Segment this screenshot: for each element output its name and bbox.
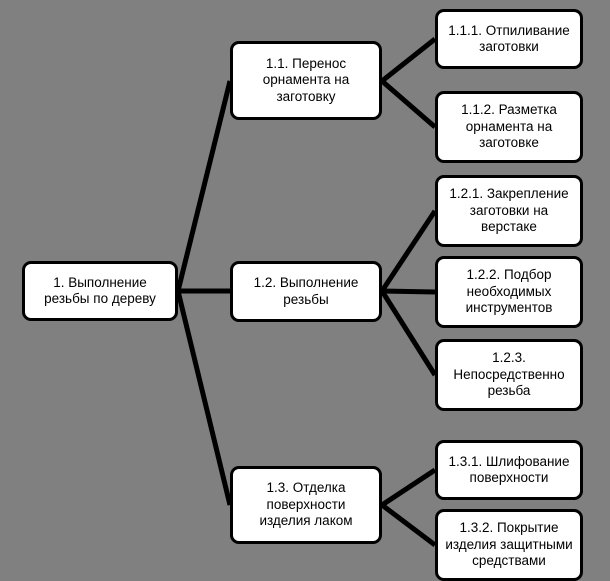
- node-1-3-label: 1.3. Отделка поверхности изделия лаком: [259, 480, 353, 529]
- node-1-2-3-label: 1.2.3. Непосредственно резьба: [453, 350, 565, 399]
- node-1-root-label: 1. Выполнение резьбы по дереву: [44, 274, 156, 306]
- node-1-2-1-label: 1.2.1. Закрепление заготовки на верстаке: [449, 186, 569, 235]
- connector-root-to-1-3: [175, 290, 233, 506]
- node-1-2-3[interactable]: 1.2.3. Непосредственно резьба: [435, 339, 583, 411]
- node-1-2-1[interactable]: 1.2.1. Закрепление заготовки на верстаке: [435, 175, 583, 247]
- node-1-1-2-label: 1.1.2. Разметка орнамента на заготовке: [461, 102, 557, 151]
- node-1-3[interactable]: 1.3. Отделка поверхности изделия лаком: [230, 466, 382, 544]
- node-1-1-1-label: 1.1.1. Отпиливание заготовки: [448, 22, 570, 54]
- connector-1-2-to-1-2-3: [379, 289, 438, 377]
- connector-1-2-to-1-2-2: [381, 288, 436, 295]
- node-1-3-1[interactable]: 1.3.1. Шлифование поверхности: [435, 440, 583, 500]
- connector-1-2-to-1-2-1: [379, 209, 438, 293]
- node-1-1-label: 1.1. Перенос орнамента на заготовку: [262, 55, 350, 104]
- node-1-1[interactable]: 1.1. Перенос орнамента на заготовку: [230, 41, 382, 120]
- connector-root-to-1-1: [175, 80, 233, 292]
- node-1-3-1-label: 1.3.1. Шлифование поверхности: [448, 453, 570, 485]
- node-1-3-2-label: 1.3.2. Покрытие изделия защитными средст…: [445, 520, 573, 569]
- node-1-3-2[interactable]: 1.3.2. Покрытие изделия защитными средст…: [435, 509, 583, 581]
- connector-1-3-to-1-3-1: [380, 467, 437, 508]
- node-1-2-2-label: 1.2.2. Подбор необходимых инструментов: [465, 267, 553, 316]
- node-1-2[interactable]: 1.2. Выполнение резьбы: [230, 261, 382, 322]
- node-1-2-2[interactable]: 1.2.2. Подбор необходимых инструментов: [435, 256, 583, 328]
- node-1-1-1[interactable]: 1.1.1. Отпиливание заготовки: [435, 9, 583, 69]
- node-1-1-2[interactable]: 1.1.2. Разметка орнамента на заготовке: [435, 91, 583, 163]
- node-1-2-label: 1.2. Выполнение резьбы: [253, 275, 359, 307]
- connector-1-1-to-1-1-2: [380, 79, 437, 129]
- node-1-root[interactable]: 1. Выполнение резьбы по дереву: [22, 261, 178, 321]
- connector-1-3-to-1-3-2: [380, 503, 437, 547]
- connector-1-1-to-1-1-1: [380, 37, 437, 83]
